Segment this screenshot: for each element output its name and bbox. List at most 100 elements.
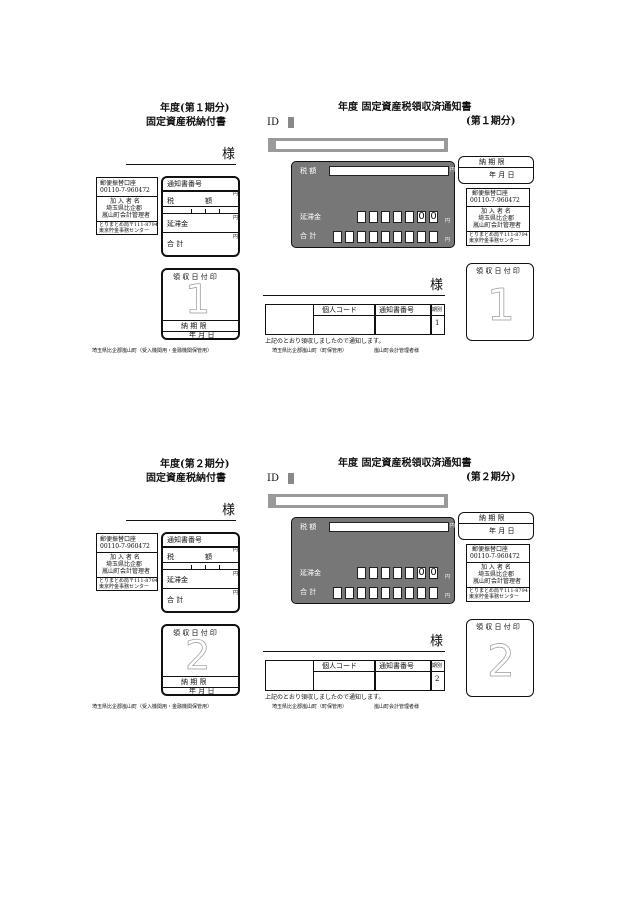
right-center-1: とりまとめ局〒111-8794 [469, 588, 528, 594]
stub-amount-box: 通知書番号 税 額 円 延滞金 円 合 計 円 [161, 176, 240, 257]
notice-footer-left: 埼玉県比企郡嵐山町（町保管用） [272, 704, 348, 710]
stub-account-box: 郵便振替口座 00110-7-960472 加 入 者 名 埼玉県比企郡 嵐山町… [96, 533, 158, 591]
tax-amount-label: 税 額 [300, 523, 317, 531]
stub-title: 固定資産税納付書 [146, 117, 226, 128]
late-fee-label-2: 延滞金 [300, 569, 321, 577]
stub-sama: 様 [222, 503, 236, 518]
late-fee-zero-2: 0 [429, 567, 438, 579]
stub-footer: 埼玉県比企郡嵐山町（受入機関用・金融機関保管用） [92, 704, 213, 710]
right-receipt-stamp-box: 領 収 日 付 印 1 [466, 263, 534, 341]
stub-footer: 埼玉県比企郡嵐山町（受入機関用・金融機関保管用） [92, 348, 213, 354]
late-fee-label: 延滞金 [167, 576, 188, 584]
right-subscriber-name-1: 埼玉県比企郡 [478, 571, 515, 578]
late-fee-zero-1: 0 [417, 211, 426, 223]
deadline-label: 納 期 限 [181, 322, 207, 330]
total-label-2: 合 計 [300, 232, 317, 240]
yen-3: 円 [233, 234, 239, 240]
late-fee-zero-2: 0 [429, 211, 438, 223]
period-label: 期別 [432, 307, 443, 313]
period-number-watermark: 1 [185, 277, 211, 323]
notice-footer-left: 埼玉県比企郡嵐山町（町保管用） [272, 348, 348, 354]
code-table: 個人コード 通知書番号 期別 2 [265, 660, 445, 691]
notice-number-label-2: 通知書番号 [379, 306, 414, 314]
header-bar [268, 138, 448, 152]
right-deadline-date: 年 月 日 [489, 171, 515, 179]
tax-label: 税 [167, 553, 174, 561]
center-line-1: とりまとめ局〒111-8794 [99, 578, 158, 584]
subscriber-name-1: 埼玉県比企郡 [106, 205, 143, 212]
notice-sama: 様 [430, 634, 444, 649]
center-line-2: 東京貯金事務センター [99, 228, 150, 234]
right-subscriber-name-2: 嵐山町会計管理者 [473, 222, 522, 229]
subscriber-label: 加 入 者 名 [110, 554, 140, 561]
yen-2: 円 [233, 571, 239, 577]
notice-number-label: 通知書番号 [167, 536, 202, 544]
right-period-watermark: 2 [487, 636, 516, 687]
right-account-box: 郵便振替口座 00110-7-960472 加 入 者 名 埼玉県比企郡 嵐山町… [466, 544, 530, 602]
yen-3: 円 [233, 590, 239, 596]
notice-period: (第２期分) [466, 472, 516, 483]
right-deadline-date: 年 月 日 [489, 527, 515, 535]
id-marker [288, 473, 294, 484]
tax-label: 税 [167, 197, 174, 205]
period-value: 1 [435, 319, 440, 327]
right-deadline-box: 納 期 限 年 月 日 [458, 512, 534, 540]
subscriber-name-2: 嵐山町会計管理者 [102, 568, 151, 575]
notice-number-label-2: 通知書番号 [379, 662, 414, 670]
center-line-2: 東京貯金事務センター [99, 584, 150, 590]
total-label: 合 計 [167, 240, 184, 248]
receipt-stamp-label: 領 収 日 付 印 [173, 629, 217, 637]
account-label: 郵便振替口座 [100, 180, 137, 187]
header-bar [268, 494, 448, 508]
stub-receipt-stamp-box: 領 収 日 付 印 2 納 期 限 年 月 日 [161, 624, 240, 696]
account-number: 00110-7-960472 [100, 187, 150, 194]
center-line-1: とりまとめ局〒111-8794 [99, 222, 158, 228]
notice-footer-right: 嵐山町会計管理者様 [374, 704, 420, 710]
amount-panel: 税 額 円 延滞金 0 0 円 合 計 円 [291, 517, 455, 604]
right-center-1: とりまとめ局〒111-8794 [469, 232, 528, 238]
right-subscriber-label: 加 入 者 名 [481, 564, 511, 571]
stub-name-line [126, 520, 236, 521]
id-marker [288, 117, 294, 128]
notice-title: 年度 固定資産税領収済通知書 [338, 458, 472, 469]
total-label: 合 計 [167, 596, 184, 604]
late-fee-label: 延滞金 [167, 220, 188, 228]
tax-label-2: 額 [205, 197, 212, 205]
right-account-label: 郵便振替口座 [472, 546, 509, 553]
right-stamp-label: 領 収 日 付 印 [476, 267, 520, 275]
right-subscriber-label: 加 入 者 名 [481, 208, 511, 215]
notice-period: (第１期分) [466, 116, 516, 127]
right-deadline-label: 納 期 限 [479, 514, 505, 522]
stub-title-period: 年度(第１期分) [160, 103, 230, 114]
stub-title-period: 年度(第２期分) [160, 459, 230, 470]
payment-slip-1: 年度(第１期分) 固定資産税納付書 様 郵便振替口座 00110-7-96047… [0, 0, 630, 360]
period-label: 期別 [432, 663, 443, 669]
notice-name-line [263, 295, 445, 296]
personal-code-label: 個人コード [322, 306, 357, 314]
right-account-number: 00110-7-960472 [470, 197, 520, 204]
notice-title: 年度 固定資産税領収済通知書 [338, 102, 472, 113]
tax-label-2: 額 [205, 553, 212, 561]
receipt-stamp-label: 領 収 日 付 印 [173, 273, 217, 281]
stub-title: 固定資産税納付書 [146, 473, 226, 484]
notice-number-label: 通知書番号 [167, 180, 202, 188]
yen-2: 円 [233, 215, 239, 221]
deadline-label: 納 期 限 [181, 678, 207, 686]
stub-name-line [126, 164, 236, 165]
stub-amount-box: 通知書番号 税 額 円 延滞金 円 合 計 円 [161, 532, 240, 613]
yen-1: 円 [233, 191, 239, 197]
period-number-watermark: 2 [185, 633, 211, 679]
right-subscriber-name-2: 嵐山町会計管理者 [473, 578, 522, 585]
right-deadline-box: 納 期 限 年 月 日 [458, 156, 534, 184]
subscriber-name-2: 嵐山町会計管理者 [102, 212, 151, 219]
deadline-date: 年 月 日 [189, 331, 215, 339]
account-label: 郵便振替口座 [100, 536, 137, 543]
stub-account-box: 郵便振替口座 00110-7-960472 加 入 者 名 埼玉県比企郡 嵐山町… [96, 177, 158, 235]
stub-receipt-stamp-box: 領 収 日 付 印 1 納 期 限 年 月 日 [161, 268, 240, 340]
total-label-2: 合 計 [300, 588, 317, 596]
right-account-number: 00110-7-960472 [470, 553, 520, 560]
right-account-box: 郵便振替口座 00110-7-960472 加 入 者 名 埼玉県比企郡 嵐山町… [466, 188, 530, 246]
notice-footer-right: 嵐山町会計管理者様 [374, 348, 420, 354]
notice-name-line [263, 651, 445, 652]
right-account-label: 郵便振替口座 [472, 190, 509, 197]
